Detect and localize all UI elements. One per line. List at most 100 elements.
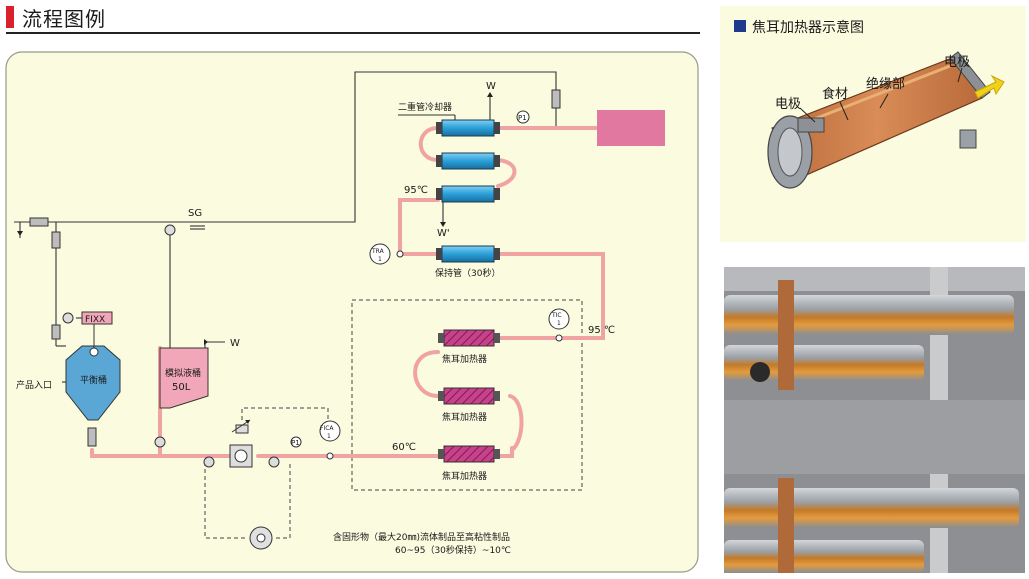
cooling-valve	[551, 89, 561, 109]
heater-label-1: 焦耳加热器	[442, 353, 487, 365]
leader-electrode-right	[957, 67, 963, 83]
holding-tube-left-cap	[436, 248, 442, 260]
label-food: 食材	[822, 86, 848, 102]
heater-1-left-cap	[438, 333, 444, 343]
balance-tank	[65, 318, 121, 421]
heater-3-left-cap	[438, 449, 444, 459]
right-electrode-terminal	[959, 129, 977, 149]
cooler-3-left-cap	[436, 188, 442, 200]
p1-top-label: P1	[518, 114, 527, 122]
holding-tube	[441, 245, 495, 263]
outlet-valve	[87, 427, 97, 447]
w-top-arrow	[487, 92, 493, 97]
temp-95-right: 95 ℃	[588, 325, 615, 336]
w-sim-label: W	[230, 338, 240, 349]
cooler-1-left-cap	[436, 122, 442, 134]
photo-top-bar	[724, 267, 1025, 291]
heater-label-2: 焦耳加热器	[442, 411, 487, 423]
joule-heaters	[438, 329, 500, 463]
title-accent-bar	[6, 6, 14, 28]
leader-electrode-left	[799, 107, 816, 123]
cooler-tube-3	[441, 185, 495, 203]
joule-heater-2	[443, 387, 495, 405]
note-line-2: 60~95（30秒保持）~10℃	[395, 544, 511, 556]
temp-60: 60℃	[392, 442, 416, 453]
joule-heater-illustration	[767, 51, 1005, 189]
fixx-gauge	[62, 312, 74, 324]
label-insulation: 绝缘部	[866, 76, 905, 92]
cooler-3-right-cap	[494, 188, 500, 200]
tic-sensor-point	[555, 334, 563, 342]
photo-rod-2	[724, 345, 924, 381]
drain-arrow	[17, 231, 23, 236]
flow-direction-arrow	[974, 74, 1005, 99]
sg-sight-glass	[164, 224, 176, 236]
tra-number: 1	[378, 256, 382, 263]
photo-rod-4	[724, 540, 924, 573]
heater-2-right-cap	[494, 391, 500, 401]
tra-instrument	[369, 243, 391, 265]
cooler-2-left-cap	[436, 155, 442, 167]
holding-tube-label: 保持管（30秒）	[435, 267, 500, 279]
photo-mid-band	[724, 400, 1025, 474]
tra-label: TRA	[371, 248, 385, 255]
joule-heater-1	[443, 329, 495, 347]
transfer-pump	[229, 419, 253, 468]
double-tube-coolers	[436, 119, 500, 263]
sg-label: SG	[188, 208, 202, 219]
note-line-1: 含固形物（最大20㎜)流体制品至高粘性制品	[333, 531, 510, 543]
bypass-pump-rotor	[256, 533, 266, 543]
left-electrode-face	[777, 127, 803, 177]
cooler-label: 二重管冷却器	[398, 101, 452, 113]
temp-95-left: 95℃	[404, 185, 428, 196]
leader-insulation	[879, 93, 889, 109]
photo-bracket-1	[778, 280, 794, 390]
w-prime-label: W'	[437, 228, 450, 239]
fica-label: FICA	[320, 425, 334, 432]
sim-tank-gauge	[154, 436, 166, 448]
p1-gauge-top	[516, 110, 530, 124]
steam-filter	[29, 217, 49, 227]
sim-tank-volume: 50L	[172, 382, 191, 393]
heater-3-right-cap	[494, 449, 500, 459]
sim-tank-label: 模拟液桶	[165, 367, 201, 379]
product-inlet-label: 产品入口	[16, 379, 52, 391]
steam-valve-lower	[51, 324, 61, 340]
w-prime-arrow	[440, 222, 446, 227]
heater-1-right-cap	[494, 333, 500, 343]
steam-valve-left	[51, 231, 61, 249]
right-electrode	[949, 51, 991, 99]
p1-bottom-label: P1	[291, 439, 300, 447]
cooler-tube-2	[441, 152, 495, 170]
product-outlet-box	[597, 110, 665, 146]
pump-outlet-gauge	[268, 456, 280, 468]
holding-tube-right-cap	[494, 248, 500, 260]
fica-instrument	[319, 420, 341, 442]
label-electrode-left: 电极	[775, 97, 801, 112]
left-electrode-clamp	[797, 117, 825, 133]
tic-instrument	[548, 308, 570, 330]
bypass-dashed-lines	[204, 299, 583, 539]
photo-bracket-2	[778, 478, 794, 573]
cooler-1-right-cap	[494, 122, 500, 134]
fica-sensor-point	[326, 452, 334, 460]
product-pipeline	[90, 126, 605, 458]
pump-inlet-gauge	[203, 456, 215, 468]
simulation-tank	[159, 339, 209, 409]
joule-heater-3	[443, 445, 495, 463]
heater-photo	[724, 267, 1025, 573]
schematic-title-marker	[734, 20, 746, 32]
schematic-title: 焦耳加热器示意图	[752, 19, 864, 36]
fixx-label: FIXX	[85, 315, 105, 325]
tic-number: 1	[557, 320, 561, 327]
heater-2-left-cap	[438, 391, 444, 401]
photo-rod-3	[724, 488, 1019, 528]
title-underline	[6, 32, 700, 34]
fixx-box	[81, 311, 113, 325]
balance-tank-label: 平衡桶	[80, 374, 107, 386]
heater-label-3: 焦耳加热器	[442, 470, 487, 482]
tra-sensor-point	[396, 250, 404, 258]
w-top-label: W	[486, 81, 496, 92]
leader-food	[839, 101, 849, 121]
